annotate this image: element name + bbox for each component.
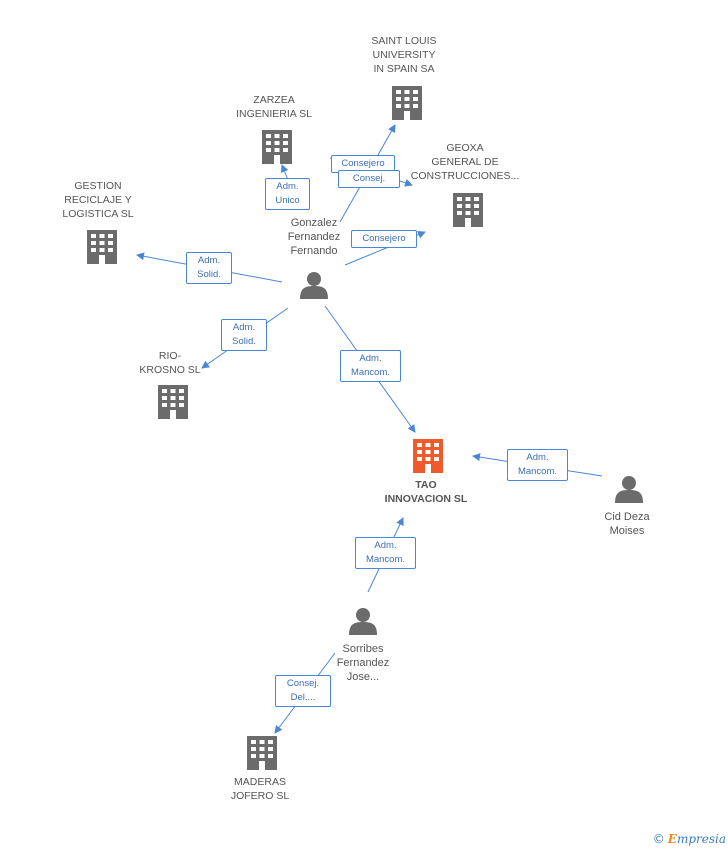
brand-initial: E (667, 832, 677, 846)
edge-label-adm-solid: Adm. Solid. (221, 319, 267, 351)
node-gonzalez-label[interactable]: Gonzalez Fernandez Fernando (287, 217, 341, 257)
edge-label-consej-del: Consej. Del.... (275, 675, 331, 707)
node-sorribes-label[interactable]: Sorribes Fernandez Jose... (336, 643, 390, 683)
node-cid-deza-label[interactable]: Cid Deza Moises (604, 511, 650, 537)
copyright-symbol: © (652, 832, 665, 846)
node-geoxa-label[interactable]: GEOXA GENERAL DE CONSTRUCCIONES... (410, 142, 520, 182)
brand-logo[interactable]: ©Empresia (653, 832, 726, 846)
building-icon[interactable] (158, 385, 188, 419)
building-icon[interactable] (247, 736, 277, 770)
edge-label-adm-mancom: Adm. Mancom. (340, 350, 401, 382)
node-gestion-label[interactable]: GESTION RECICLAJE Y LOGISTICA SL (62, 180, 134, 220)
person-icon[interactable] (615, 476, 643, 503)
edge-label-adm-unico: Adm. Unico (265, 178, 310, 210)
person-icon[interactable] (300, 272, 328, 299)
node-rio-krosno-label[interactable]: RIO- KROSNO SL (139, 350, 201, 376)
edge-label-consej: Consej. (338, 170, 400, 188)
edge-label-consejero: Consejero (351, 230, 417, 248)
edge-label-adm-mancom: Adm. Mancom. (355, 537, 416, 569)
node-saint-louis-label[interactable]: SAINT LOUIS UNIVERSITY IN SPAIN SA (371, 35, 437, 75)
building-icon[interactable] (87, 230, 117, 264)
brand-name: mpresia (676, 832, 726, 846)
building-icon[interactable] (413, 439, 443, 473)
node-zarzea-label[interactable]: ZARZEA INGENIERIA SL (236, 94, 312, 120)
building-icon[interactable] (262, 130, 292, 164)
node-tao-label[interactable]: TAO INNOVACION SL (384, 479, 468, 505)
building-icon[interactable] (453, 193, 483, 227)
node-maderas-label[interactable]: MADERAS JOFERO SL (230, 776, 290, 802)
edge-label-adm-solid: Adm. Solid. (186, 252, 232, 284)
person-icon[interactable] (349, 608, 377, 635)
edge-label-adm-mancom: Adm. Mancom. (507, 449, 568, 481)
building-icon[interactable] (392, 86, 422, 120)
